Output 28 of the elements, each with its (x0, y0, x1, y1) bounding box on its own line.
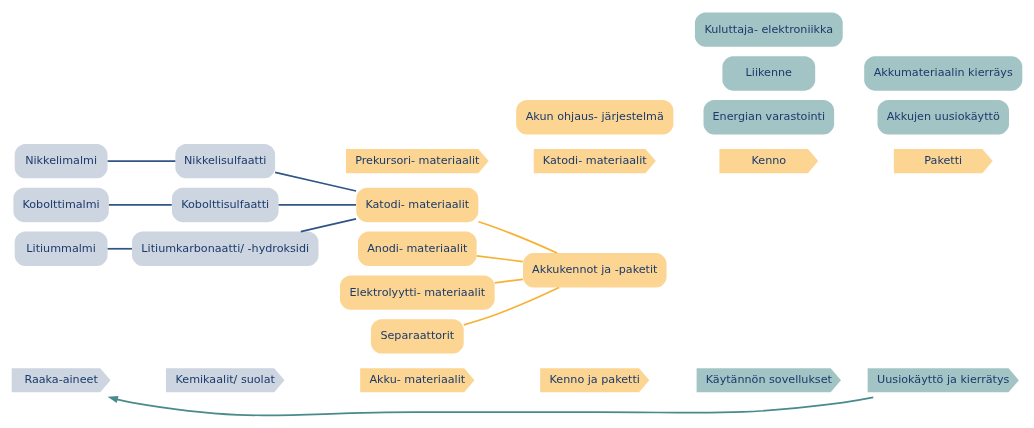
node-box: Kobolttimalmi (13, 187, 109, 223)
connector (106, 160, 177, 162)
node-box: Energian varastointi (703, 100, 835, 135)
node-box: Anodi- materiaalit (358, 231, 477, 266)
node-box: Nikkelisulfaatti (175, 143, 276, 179)
node-box: Katodi- materiaalit (356, 187, 479, 223)
node-box: Liikenne (722, 56, 816, 91)
connector (493, 278, 524, 284)
node-box: Akkukennot ja -paketit (523, 253, 667, 288)
node-box: Litiummalmi (14, 231, 108, 266)
node-box: Akkujen uusiokäyttö (877, 100, 1009, 135)
node-box: Separaattorit (370, 319, 464, 354)
node-box: Akun ohjaus- järjestelmä (516, 100, 674, 135)
node-box: Kuluttaja- elektroniikka (694, 12, 843, 47)
node-box: Akkumateriaalin kierräys (864, 56, 1023, 91)
node-box: Elektrolyytti- materiaalit (339, 275, 495, 310)
node-box: Nikkelimalmi (14, 143, 108, 179)
connector (108, 204, 173, 206)
node-box: Kobolttisulfaatti (171, 187, 279, 223)
arrow (107, 396, 875, 417)
node-box: Litiumkarbonaatti/ -hydroksidi (132, 231, 319, 266)
connector (475, 255, 524, 263)
connector (299, 218, 357, 233)
connector (106, 247, 133, 250)
connector (274, 171, 357, 192)
connector (277, 204, 357, 206)
connector (477, 220, 558, 254)
connector (462, 286, 560, 326)
